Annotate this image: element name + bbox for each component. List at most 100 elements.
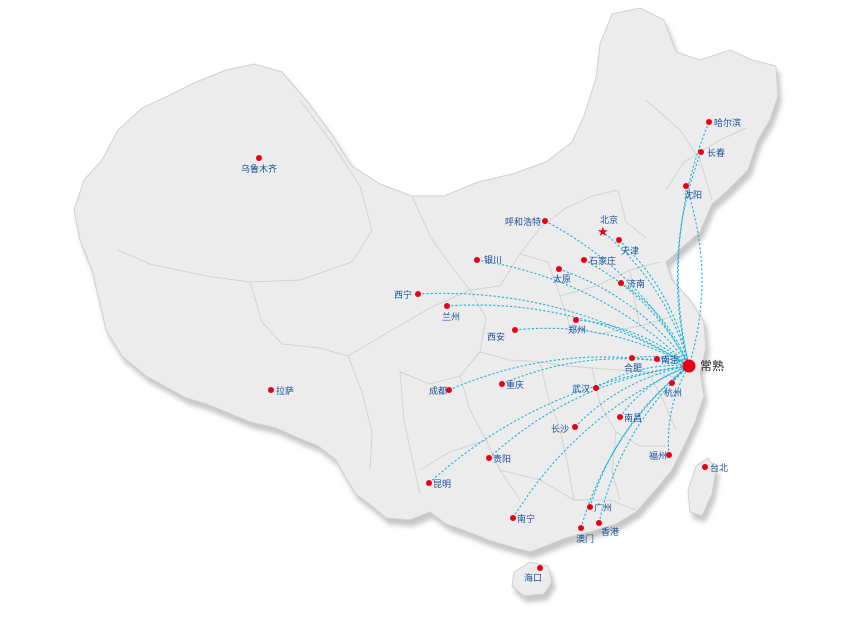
city-marker [499, 381, 505, 387]
hub-label: 常熟 [700, 358, 724, 373]
city-kunming: 昆明 [426, 479, 451, 490]
city-marker [256, 155, 262, 161]
city-xian: 西安 [487, 327, 518, 343]
city-label: 济南 [627, 278, 645, 290]
city-marker [415, 291, 421, 297]
city-label: 澳门 [576, 533, 594, 545]
city-label: 太原 [553, 273, 571, 285]
city-marker [542, 218, 548, 224]
city-label: 成都 [429, 385, 447, 397]
city-marker [618, 280, 624, 286]
city-marker [537, 565, 543, 571]
city-chengdu: 成都 [429, 385, 452, 397]
route-line-tianjin [618, 239, 690, 367]
city-label: 长沙 [551, 423, 569, 435]
city-marker [616, 237, 622, 243]
route-line-fuzhou [667, 365, 690, 456]
city-label: 海口 [524, 572, 542, 584]
city-marker [510, 515, 516, 521]
city-label: 北京 [600, 214, 618, 226]
city-hongkong: 香港 [596, 520, 619, 538]
city-marker [268, 387, 274, 393]
city-chongqing: 重庆 [499, 379, 524, 391]
city-label: 昆明 [433, 479, 451, 490]
route-line-guangzhou [589, 365, 690, 508]
hainan-island [511, 561, 553, 597]
city-guangzhou: 广州 [587, 502, 612, 514]
city-nanjing: 南京 [654, 354, 679, 366]
city-fuzhou: 福州 [649, 450, 672, 462]
city-marker [474, 257, 480, 263]
city-tianjin: 天津 [616, 237, 639, 257]
city-shenyang: 沈阳 [683, 183, 702, 201]
city-beijing: ★北京 [597, 214, 618, 240]
city-label: 西安 [487, 331, 505, 343]
city-label: 武汉 [572, 383, 590, 395]
city-shijiazhuang: 石家庄 [581, 255, 616, 267]
city-marker [512, 327, 518, 333]
city-label: 南京 [661, 354, 679, 366]
city-xining: 西宁 [394, 289, 421, 301]
city-marker [486, 455, 492, 461]
city-label: 长春 [707, 147, 725, 159]
taiwan-island [687, 457, 717, 517]
city-label: 天津 [621, 246, 639, 257]
city-label: 贵阳 [493, 453, 511, 465]
city-marker [629, 355, 635, 361]
landmass [73, 7, 779, 597]
city-label: 乌鲁木齐 [241, 163, 277, 175]
city-label: 杭州 [664, 387, 682, 399]
route-line-xian [514, 327, 690, 367]
city-urumqi: 乌鲁木齐 [241, 155, 277, 175]
city-marker [654, 356, 660, 362]
city-marker [706, 119, 712, 125]
city-label: 福州 [649, 450, 667, 462]
city-marker [426, 480, 432, 486]
city-macau: 澳门 [576, 525, 594, 545]
city-label: 香港 [601, 526, 619, 538]
city-marker [578, 525, 584, 531]
city-lanzhou: 兰州 [442, 303, 460, 323]
route-line-kunming [428, 365, 690, 484]
route-line-zhengzhou [575, 319, 690, 367]
city-label: 郑州 [568, 324, 586, 336]
hub-marker: 常熟 [682, 358, 724, 373]
city-label: 哈尔滨 [714, 117, 741, 129]
city-label: 南昌 [624, 412, 642, 424]
city-hohhot: 呼和浩特 [505, 216, 548, 228]
city-label: 兰州 [442, 311, 460, 323]
city-label: 南宁 [517, 513, 535, 525]
routes-layer [417, 121, 710, 529]
city-marker [683, 183, 689, 189]
route-line-shijiazhuang [583, 259, 690, 367]
city-guiyang: 贵阳 [486, 453, 511, 465]
route-line-hohhot [544, 220, 690, 367]
route-line-chengdu [448, 356, 690, 391]
city-wuhan: 武汉 [572, 383, 599, 395]
route-line-changchun [676, 151, 702, 367]
city-label: 呼和浩特 [505, 216, 541, 228]
city-zhengzhou: 郑州 [568, 317, 586, 336]
city-taiyuan: 太原 [553, 266, 571, 285]
city-haikou: 海口 [524, 565, 543, 584]
route-line-jinan [620, 282, 690, 367]
city-marker [556, 266, 562, 272]
city-jinan: 济南 [618, 278, 645, 290]
city-label: 合肥 [624, 362, 642, 374]
city-nanning: 南宁 [510, 513, 535, 525]
city-marker [593, 385, 599, 391]
route-line-shenyang [685, 185, 703, 367]
city-label: 石家庄 [589, 255, 616, 267]
city-marker [446, 387, 452, 393]
route-line-yinchuan [476, 259, 690, 367]
city-marker [572, 424, 578, 430]
city-marker [587, 504, 593, 510]
city-marker [666, 452, 672, 458]
city-nanchang: 南昌 [617, 412, 642, 424]
city-label: 广州 [594, 502, 612, 514]
city-label: 台北 [710, 462, 728, 474]
city-marker [617, 414, 623, 420]
city-label: 银川 [484, 254, 502, 266]
